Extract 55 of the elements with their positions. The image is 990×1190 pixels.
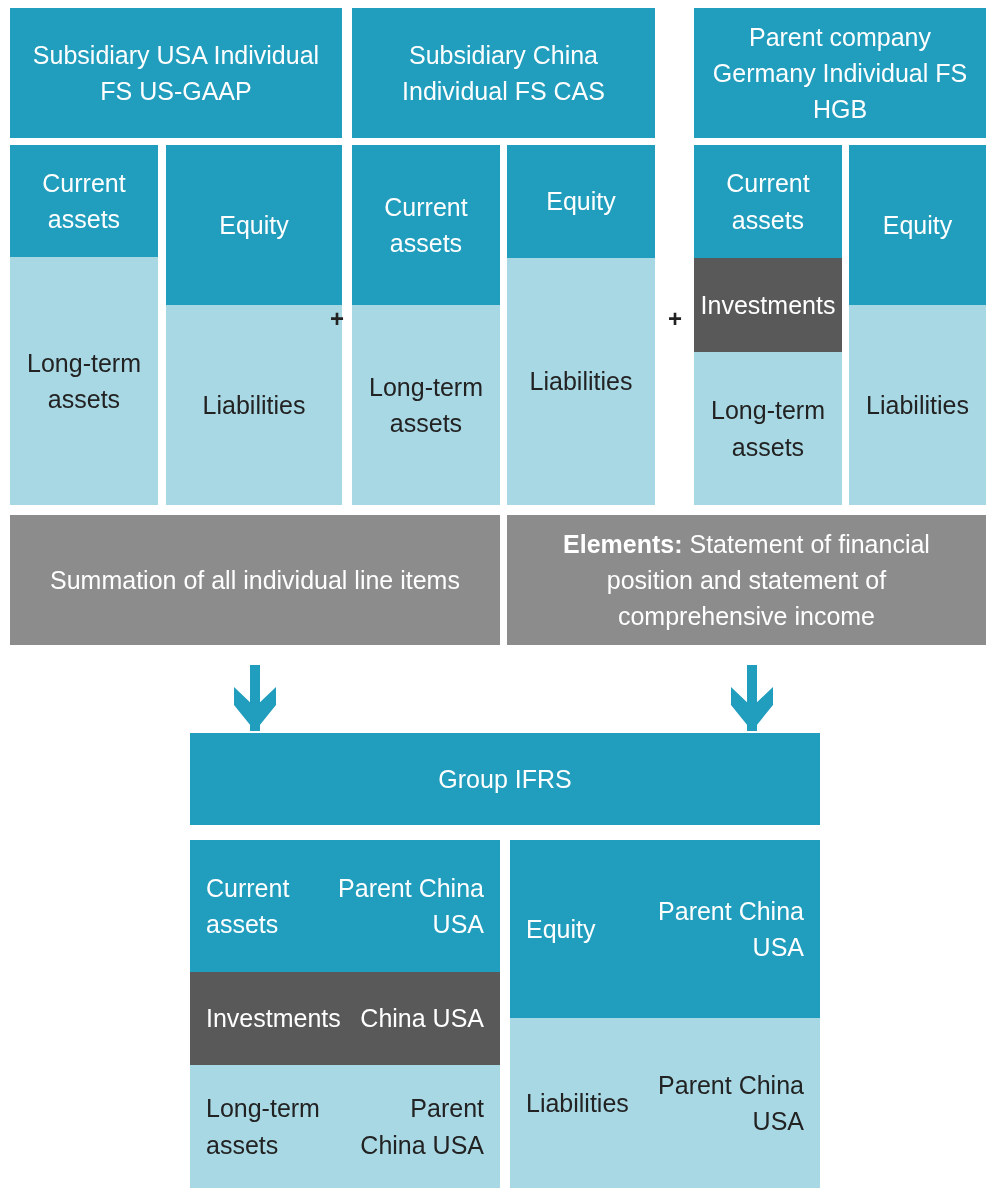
item-name: Liabilities bbox=[866, 389, 969, 421]
line-item-box bbox=[849, 305, 986, 505]
item-name: Investments bbox=[700, 289, 836, 321]
item-name: Current assets bbox=[725, 168, 811, 236]
line-item-box bbox=[10, 145, 158, 257]
note-box bbox=[507, 515, 986, 645]
line-item-box bbox=[10, 257, 158, 505]
item-name: Liabilities bbox=[526, 1087, 629, 1119]
line-item-box bbox=[510, 1018, 820, 1188]
item-name: Equity bbox=[546, 186, 616, 218]
line-item-box bbox=[190, 840, 500, 972]
source-list: Parent China USA bbox=[341, 1090, 484, 1163]
source-list: Parent China USA bbox=[654, 1066, 804, 1140]
item-name: Long-term assets bbox=[26, 347, 142, 415]
item-name: Long-term assets bbox=[206, 1093, 321, 1161]
statement-title: Group IFRS bbox=[438, 763, 572, 795]
item-name: Liabilities bbox=[202, 389, 306, 421]
line-item-box bbox=[694, 258, 842, 352]
note-box bbox=[10, 515, 500, 645]
item-name: Equity bbox=[219, 209, 289, 241]
line-item-box bbox=[190, 1065, 500, 1188]
item-name: Long-term assets bbox=[368, 371, 484, 439]
item-name: Investments bbox=[206, 1003, 341, 1035]
plus-sign: + bbox=[330, 305, 344, 333]
item-name: Equity bbox=[882, 209, 953, 241]
statement-title: Parent company Germany Individual FS HGB bbox=[711, 21, 969, 126]
line-item-box bbox=[352, 145, 500, 305]
source-list: China USA bbox=[360, 1000, 484, 1037]
line-item-box bbox=[694, 352, 842, 505]
header-box bbox=[694, 8, 986, 138]
item-name: Long-term assets bbox=[710, 395, 826, 463]
statement-title: Subsidiary USA Individual FS US-GAAP bbox=[31, 39, 321, 107]
item-name: Liabilities bbox=[529, 366, 633, 398]
header-box bbox=[352, 8, 655, 138]
line-item-box bbox=[166, 305, 342, 505]
line-item-box bbox=[849, 145, 986, 305]
note-text: Summation of all individual line items bbox=[50, 564, 460, 596]
plus-sign: + bbox=[668, 305, 682, 333]
item-name: Current assets bbox=[383, 191, 469, 259]
item-name: Current assets bbox=[41, 167, 127, 235]
source-list: Parent China USA bbox=[334, 869, 484, 943]
header-box bbox=[10, 8, 342, 138]
header-box bbox=[190, 733, 820, 825]
line-item-box bbox=[507, 258, 655, 505]
note-text: Elements: Statement of financial position and statement of comprehensive income bbox=[562, 528, 931, 633]
line-item-box bbox=[190, 972, 500, 1065]
line-item-box bbox=[694, 145, 842, 258]
source-list: Parent China USA bbox=[654, 892, 804, 966]
statement-title: Subsidiary China Individual FS CAS bbox=[401, 39, 606, 107]
line-item-box bbox=[166, 145, 342, 305]
item-name: Equity bbox=[526, 913, 596, 945]
item-name: Current assets bbox=[206, 872, 291, 940]
line-item-box bbox=[507, 145, 655, 258]
line-item-box bbox=[352, 305, 500, 505]
line-item-box bbox=[510, 840, 820, 1018]
